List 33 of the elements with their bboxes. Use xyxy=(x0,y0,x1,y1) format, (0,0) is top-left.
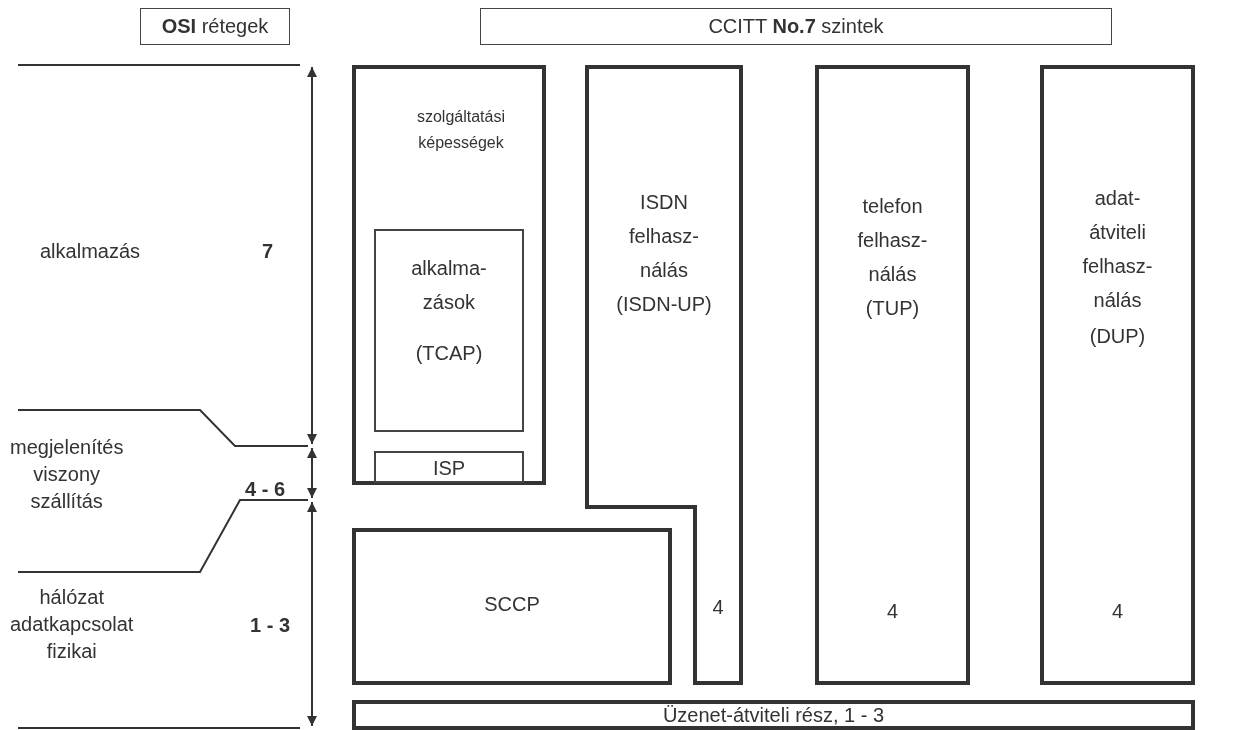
layer-box xyxy=(352,700,1195,730)
layer-name: alkalmazás xyxy=(40,239,141,264)
box-text: szolgáltatási képességek xyxy=(416,107,505,153)
box-text: CCITT No.7 szintek xyxy=(708,15,884,38)
box-text: (TUP) xyxy=(865,296,920,321)
box-text: (TCAP) xyxy=(415,341,483,366)
header-box xyxy=(140,8,290,45)
box-text: 4 xyxy=(886,599,899,624)
box-text: 4 xyxy=(712,595,724,620)
layer-number: 4 - 6 xyxy=(245,477,286,502)
layer-box xyxy=(815,65,970,685)
box-text: (ISDN-UP) xyxy=(616,292,712,317)
box-text: (DUP) xyxy=(1089,324,1146,349)
layer-box xyxy=(352,65,546,485)
box-text: ISDN felhasz- nálás xyxy=(629,190,699,283)
layer-name: megjelenítés viszony szállítás xyxy=(10,435,124,514)
box-text: adat- átviteli felhasz- nálás xyxy=(1082,186,1153,313)
layer-box xyxy=(585,65,743,685)
layer-box xyxy=(374,229,524,432)
layer-box xyxy=(374,451,524,483)
box-text: telefon felhasz- nálás xyxy=(857,194,928,287)
box-text: 4 xyxy=(1111,599,1124,624)
layer-number: 1 - 3 xyxy=(250,613,291,638)
layer-box xyxy=(352,528,672,685)
layer-name: hálózat adatkapcsolat fizikai xyxy=(10,585,134,664)
box-text: SCCP xyxy=(484,592,540,617)
box-text: OSI rétegek xyxy=(161,15,269,38)
layer-box xyxy=(1040,65,1195,685)
box-text: ISP xyxy=(432,456,466,481)
box-text: alkalma- zások xyxy=(411,256,487,315)
box-text: Üzenet-átviteli rész, 1 - 3 xyxy=(662,703,885,728)
header-box xyxy=(480,8,1112,45)
layer-number: 7 xyxy=(262,239,274,264)
